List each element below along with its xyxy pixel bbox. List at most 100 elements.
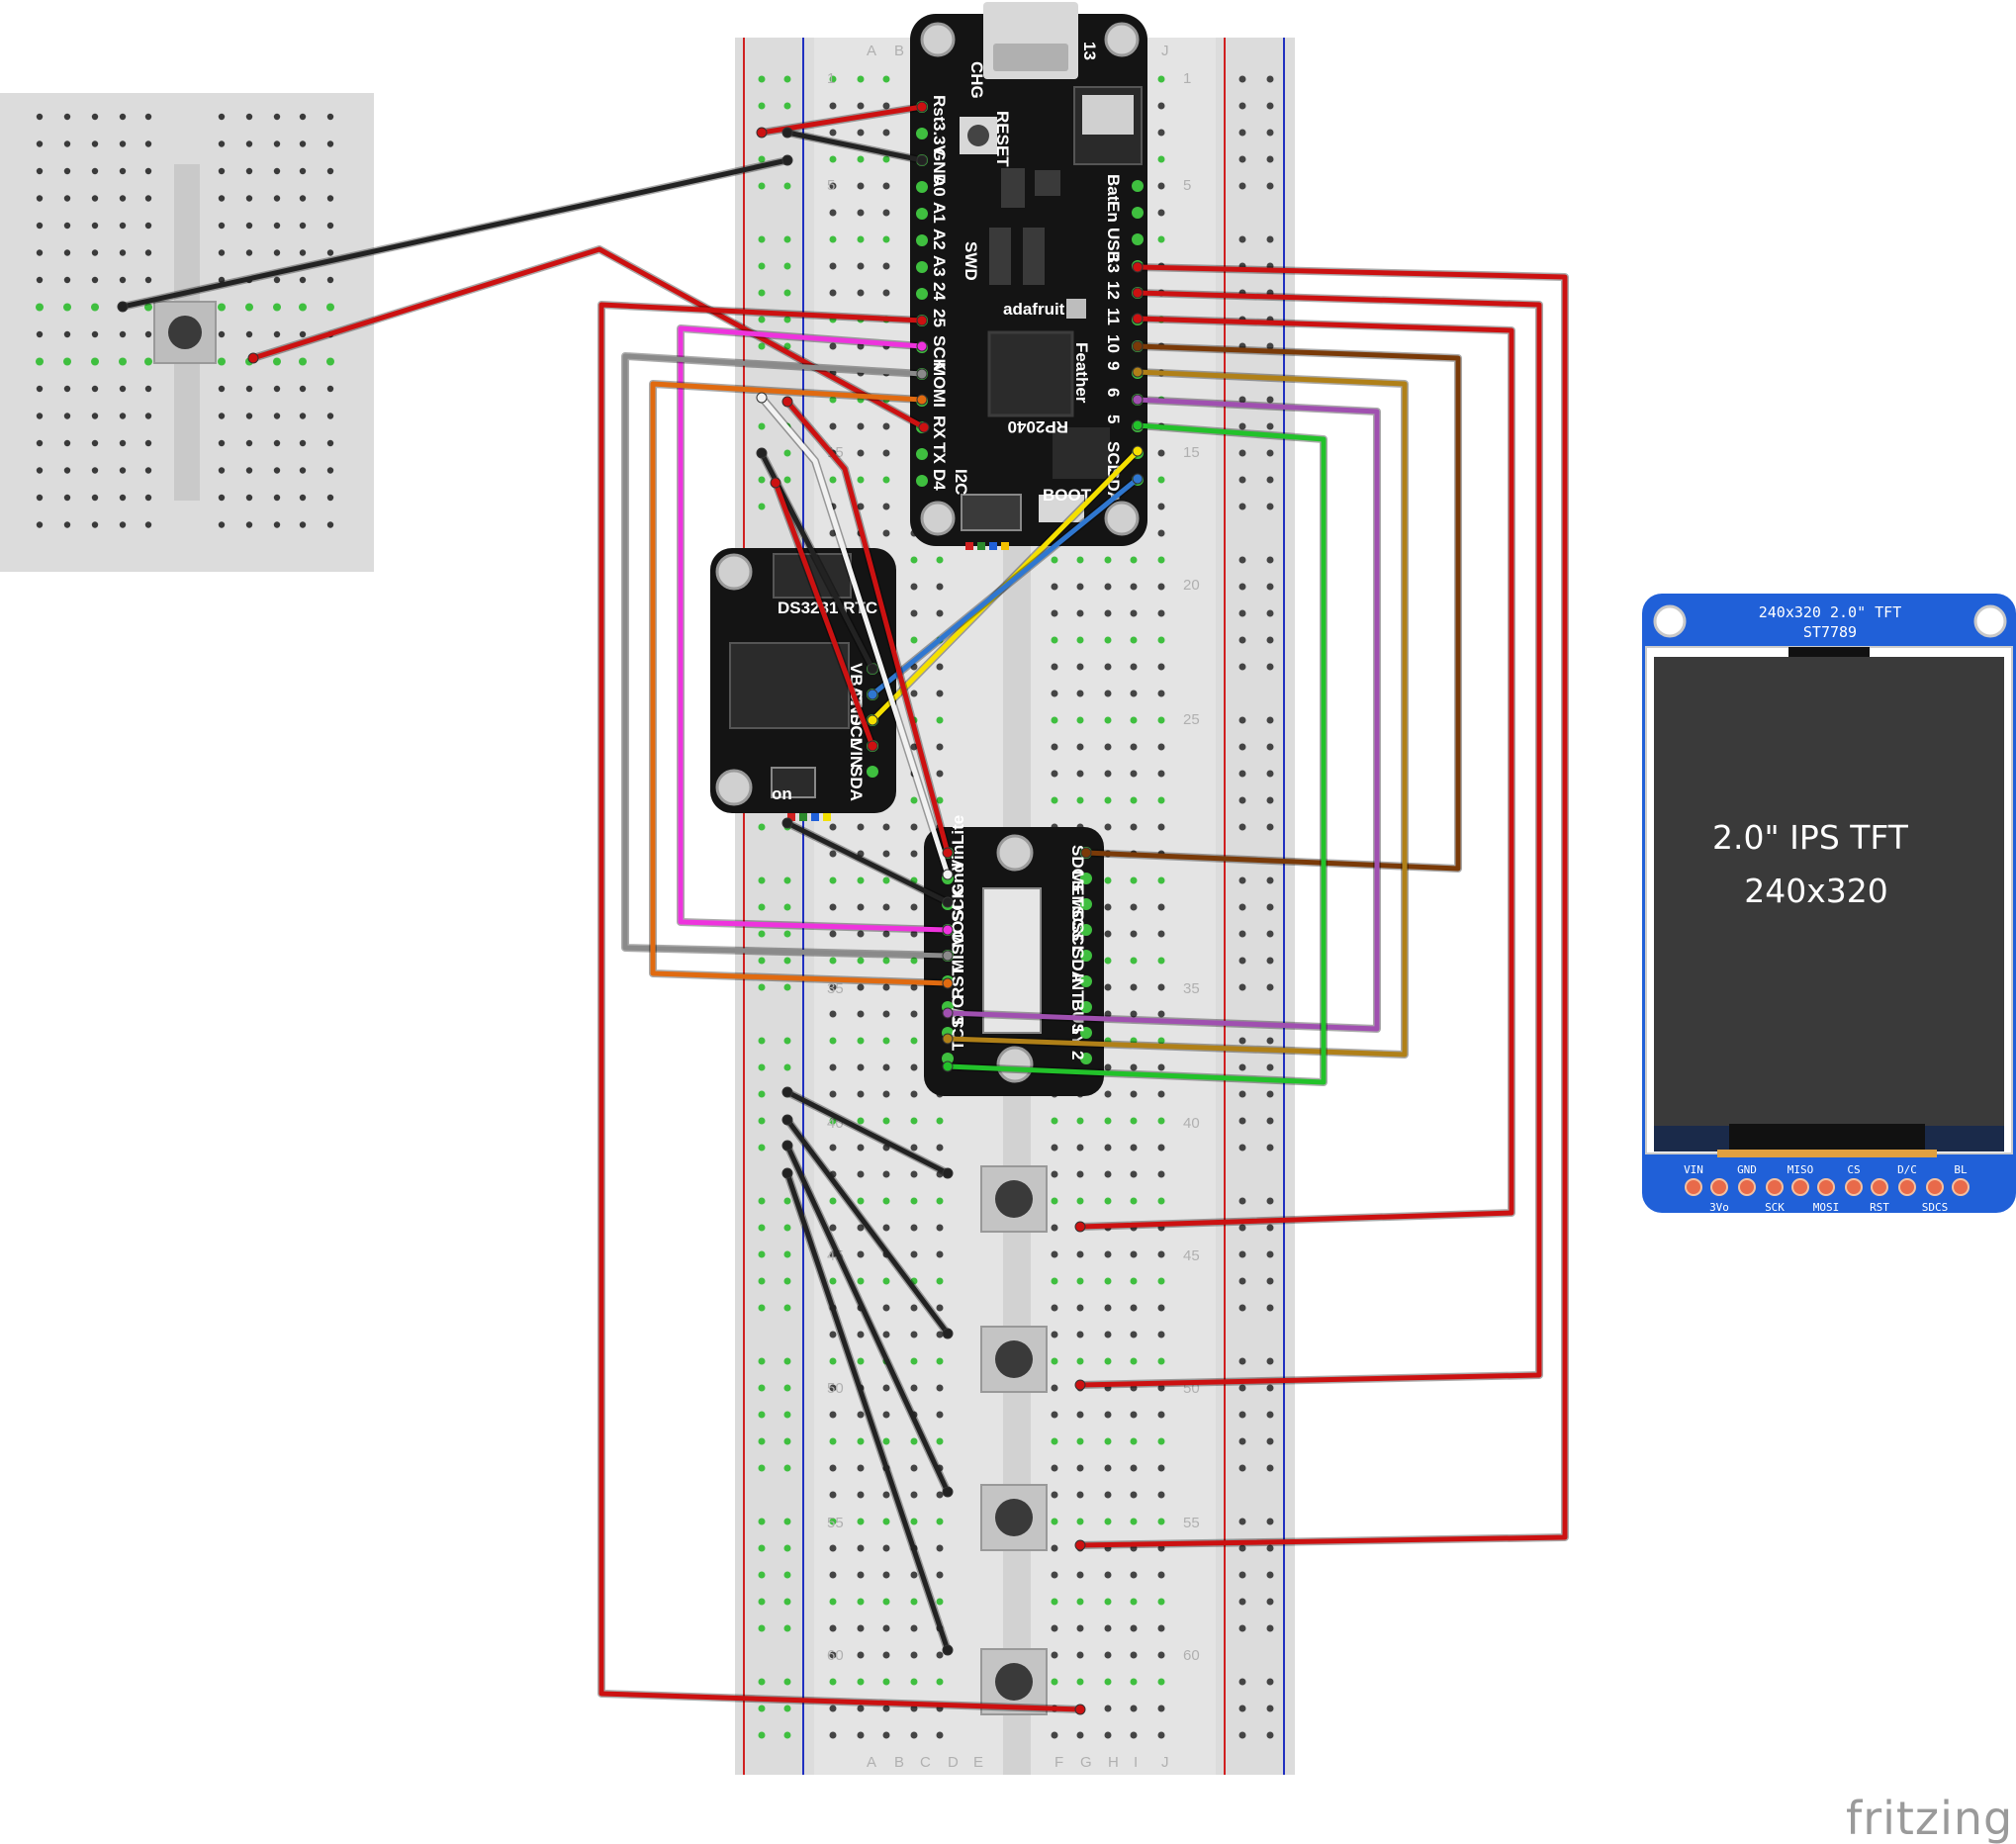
breadboard-hole [910, 930, 918, 938]
breadboard-hole [1076, 716, 1084, 724]
breadboard-hole [299, 113, 307, 121]
breakout-pin[interactable] [1080, 1053, 1092, 1064]
boot-button[interactable] [1039, 495, 1084, 522]
breadboard-hole [1104, 1624, 1112, 1632]
pushbutton[interactable] [980, 1326, 1048, 1393]
breadboard-hole [1157, 609, 1165, 617]
breakout-pin[interactable] [942, 1053, 954, 1064]
breadboard-hole [910, 1357, 918, 1365]
feather-pin[interactable] [916, 475, 928, 487]
breakout-pin-label: SCK [949, 885, 967, 922]
breadboard-hole [829, 1224, 837, 1232]
breadboard-hole [857, 1437, 865, 1445]
breadboard-hole [144, 303, 152, 312]
pushbutton-small-board[interactable] [153, 301, 217, 364]
pushbutton[interactable] [980, 1165, 1048, 1233]
feather-pin[interactable] [1132, 207, 1144, 219]
rail-hole [1238, 1678, 1246, 1686]
breakout-pin[interactable] [1080, 950, 1092, 962]
breadboard-hole [144, 249, 152, 256]
breadboard-hole [857, 1331, 865, 1338]
tft-pin[interactable] [1766, 1178, 1784, 1196]
feather-pin[interactable] [916, 288, 928, 300]
breadboard-hole [91, 385, 99, 393]
breakout-pin[interactable] [1080, 975, 1092, 987]
pushbutton[interactable] [980, 1648, 1048, 1715]
breakout-pin[interactable] [1080, 1001, 1092, 1013]
breadboard-hole [119, 222, 127, 230]
wire-button4-gnd [784, 1170, 951, 1653]
tft-pin[interactable] [1845, 1178, 1863, 1196]
breadboard-hole [857, 129, 865, 137]
breadboard-hole [1104, 1437, 1112, 1445]
breadboard-hole [936, 1544, 944, 1552]
feather-pin[interactable] [916, 181, 928, 193]
breadboard-hole [882, 235, 890, 243]
breadboard-hole [144, 113, 152, 121]
breadboard-hole [1130, 1518, 1138, 1525]
feather-pin[interactable] [1132, 233, 1144, 245]
tft-pin[interactable] [1791, 1178, 1809, 1196]
breakout-pin[interactable] [1080, 1027, 1092, 1039]
pushbutton[interactable] [980, 1484, 1048, 1551]
breadboard-hole [936, 556, 944, 564]
feather-pin[interactable] [916, 234, 928, 246]
tft-pin[interactable] [1926, 1178, 1944, 1196]
breadboard-hole [218, 385, 226, 393]
feather-pin[interactable] [1132, 180, 1144, 192]
breadboard-hole [857, 209, 865, 217]
rail-hole [1266, 716, 1274, 724]
breadboard-hole [36, 467, 44, 474]
breadboard-hole [857, 1170, 865, 1178]
rail-hole [758, 1731, 766, 1739]
breadboard-hole [1157, 1518, 1165, 1525]
breakout-pin[interactable] [1080, 924, 1092, 936]
breakout-pin[interactable] [1080, 873, 1092, 884]
rail-hole [1266, 583, 1274, 591]
breadboard-hole [857, 1624, 865, 1632]
breadboard-hole [829, 102, 837, 110]
tft-display[interactable]: 240x320 2.0" TFT ST7789 2.0" IPS TFT 240… [1642, 594, 2016, 1214]
breadboard-hole [1130, 636, 1138, 644]
column-letter: H [1108, 1754, 1119, 1771]
rail-hole [1266, 930, 1274, 938]
breadboard-hole [936, 796, 944, 804]
tft-pin[interactable] [1710, 1178, 1728, 1196]
rail-hole [758, 1197, 766, 1205]
tft-pin[interactable] [1898, 1178, 1916, 1196]
breadboard-hole [910, 1651, 918, 1659]
breadboard-hole [36, 167, 44, 175]
tft-pin[interactable] [1685, 1178, 1702, 1196]
breadboard-hole [36, 303, 44, 312]
tft-pin[interactable] [1738, 1178, 1756, 1196]
breadboard-hole [1130, 716, 1138, 724]
wire-sdcs [1083, 343, 1461, 872]
feather-pin[interactable] [916, 448, 928, 460]
rail-hole [1266, 663, 1274, 671]
breadboard-hole [1051, 1464, 1058, 1472]
rtc-pin[interactable] [867, 766, 878, 778]
feather-pin[interactable] [916, 261, 928, 273]
breadboard-hole [1104, 1731, 1112, 1739]
breadboard-hole [1130, 1197, 1138, 1205]
feather-chip-label: RP2040 [1008, 417, 1068, 436]
rail-hole [758, 1037, 766, 1045]
rail-hole [783, 1571, 791, 1579]
breakout-pin[interactable] [1080, 898, 1092, 910]
rail-hole [758, 903, 766, 911]
tft-pin-label: BL [1954, 1163, 1968, 1176]
breadboard-hole [1157, 529, 1165, 537]
rtc-on-label: on [772, 784, 792, 803]
feather-pin[interactable] [916, 128, 928, 139]
feather-pin[interactable] [916, 208, 928, 220]
breadboard-hole [936, 583, 944, 591]
breakout-pin-label: SCL [1068, 922, 1087, 956]
tft-pin[interactable] [1952, 1178, 1970, 1196]
breadboard-hole [910, 1117, 918, 1125]
breadboard-hole [910, 1090, 918, 1098]
tft-pin[interactable] [1817, 1178, 1835, 1196]
tft-pin[interactable] [1871, 1178, 1888, 1196]
